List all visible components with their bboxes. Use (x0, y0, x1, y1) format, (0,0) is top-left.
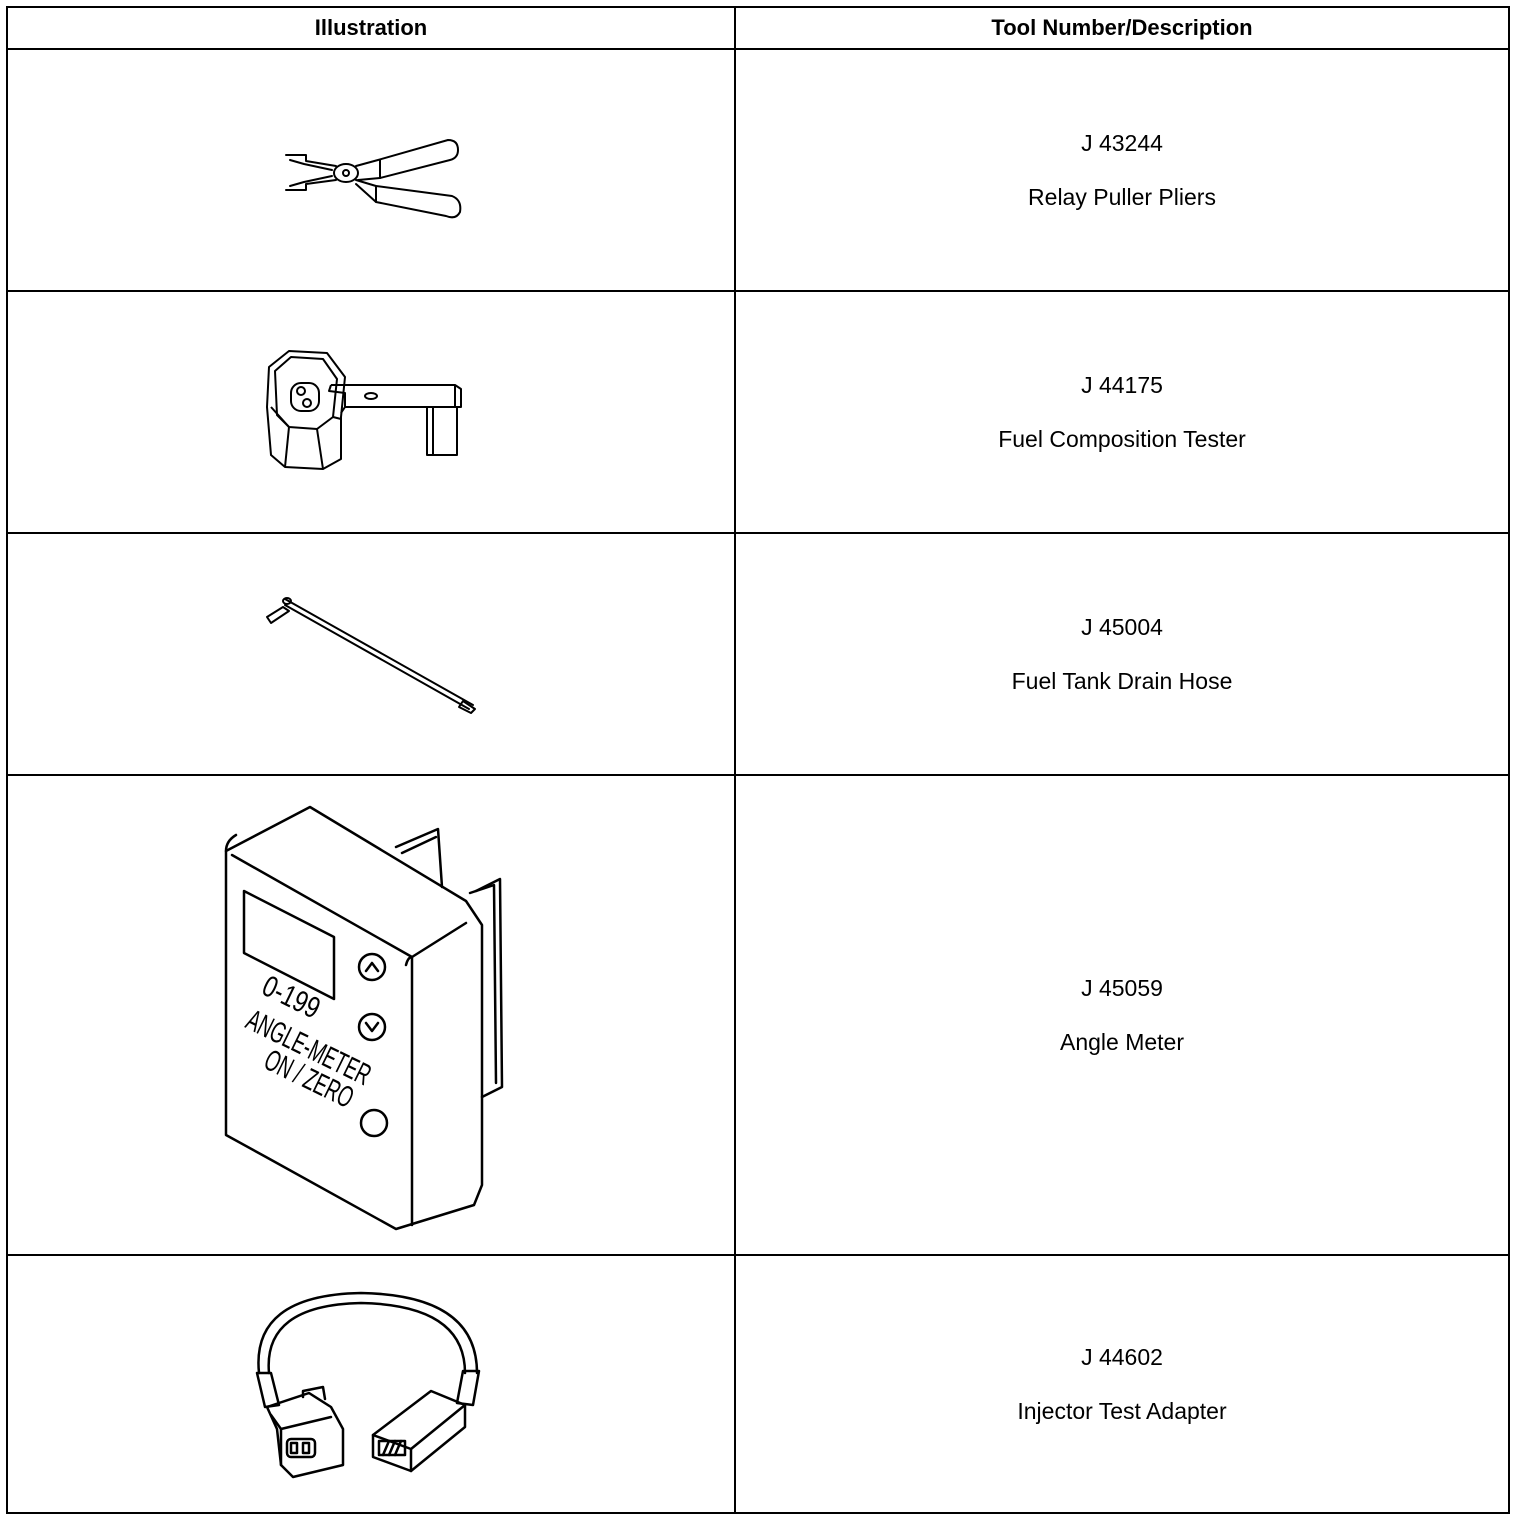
tool-description: Relay Puller Pliers (1028, 184, 1216, 210)
injector-test-adapter-icon (251, 1289, 491, 1479)
table-row: J 43244 Relay Puller Pliers (6, 48, 1510, 292)
table-row: J 45004 Fuel Tank Drain Hose (6, 532, 1510, 776)
illustration-cell (6, 48, 736, 292)
fuel-tank-drain-hose-icon (261, 589, 481, 719)
table-row: J 44602 Injector Test Adapter (6, 1254, 1510, 1514)
tool-number: J 43244 (1081, 130, 1163, 156)
tool-number: J 44602 (1081, 1344, 1163, 1370)
illustration-cell (6, 1254, 736, 1514)
tool-description: Fuel Composition Tester (998, 426, 1246, 452)
tool-cell: J 45004 Fuel Tank Drain Hose (734, 532, 1510, 776)
tool-description: Fuel Tank Drain Hose (1011, 668, 1233, 694)
illustration-cell (6, 290, 736, 534)
tool-cell: J 45059 Angle Meter (734, 774, 1510, 1256)
tool-description: Injector Test Adapter (1017, 1398, 1227, 1424)
illustration-cell: 0-199 ANGLE-METER ON / ZERO (6, 774, 736, 1256)
tool-cell: J 44602 Injector Test Adapter (734, 1254, 1510, 1514)
illustration-column-header: Illustration (6, 6, 736, 50)
tool-column-header: Tool Number/Description (734, 6, 1510, 50)
tool-number: J 44175 (1081, 372, 1163, 398)
relay-puller-pliers-icon (276, 120, 466, 220)
tool-cell: J 44175 Fuel Composition Tester (734, 290, 1510, 534)
illustration-cell (6, 532, 736, 776)
angle-meter-icon: 0-199 ANGLE-METER ON / ZERO (226, 805, 516, 1225)
tool-description: Angle Meter (1059, 1029, 1184, 1055)
table-row: J 44175 Fuel Composition Tester (6, 290, 1510, 534)
special-tools-table: Illustration Tool Number/Description (6, 6, 1510, 1514)
tool-number: J 45059 (1081, 975, 1163, 1001)
fuel-composition-tester-icon (261, 347, 481, 477)
tool-cell: J 43244 Relay Puller Pliers (734, 48, 1510, 292)
tool-number: J 45004 (1081, 614, 1163, 640)
table-row: 0-199 ANGLE-METER ON / ZERO J 45059 Angl… (6, 774, 1510, 1256)
table-header-row: Illustration Tool Number/Description (6, 6, 1510, 50)
